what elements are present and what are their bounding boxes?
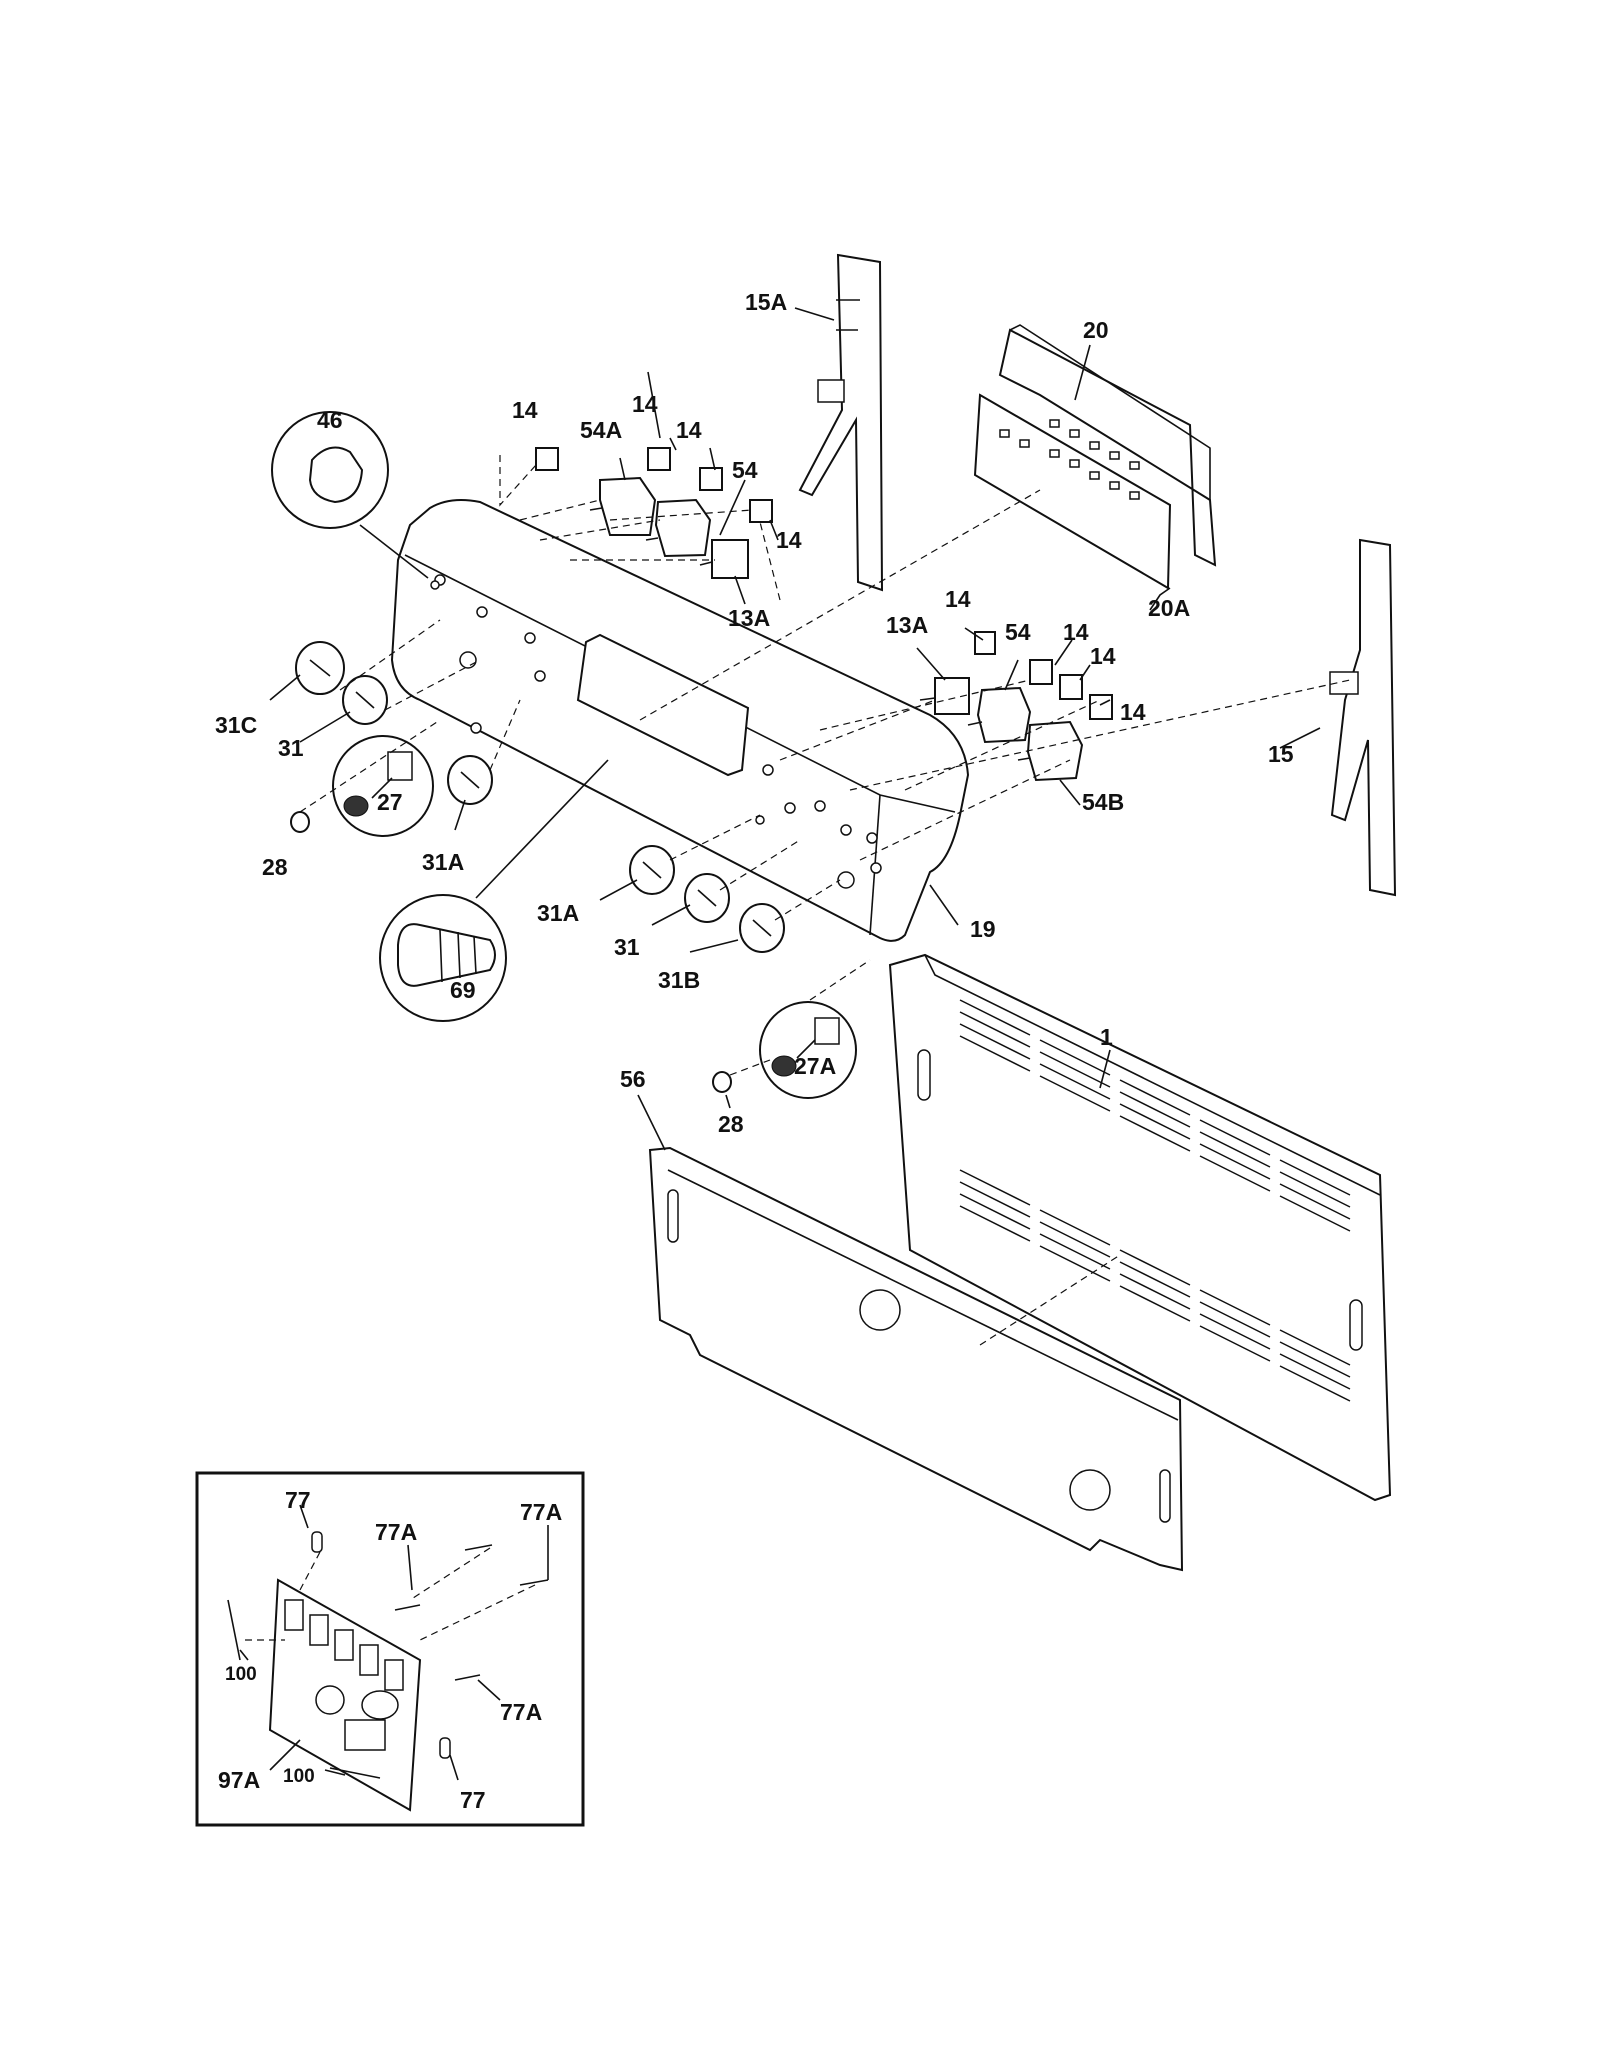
callout-14: 14 [1063,619,1089,645]
detail-circle-27 [332,735,434,837]
callout-77: 77 [285,1487,311,1513]
callout-13A: 13A [886,612,928,638]
callout-1: 1 [1100,1024,1113,1050]
callout-14: 14 [676,417,702,443]
callout-77A: 77A [375,1519,417,1545]
callout-13A: 13A [728,605,770,631]
callout-54B: 54B [1082,789,1124,815]
callout-14: 14 [512,397,538,423]
callout-31A: 31A [537,900,579,926]
knob-bushing-28 [712,1071,732,1093]
callout-28: 28 [718,1111,744,1137]
callout-15A: 15A [745,289,787,315]
callout-97A: 97A [218,1767,260,1793]
switch-14 [1089,694,1113,720]
screw-100 [227,1599,241,1661]
callout-28: 28 [262,854,288,880]
control-panel [390,499,970,942]
panel-hole [1069,1469,1111,1511]
knobs [290,641,785,1093]
callout-14: 14 [945,586,971,612]
callout-labels: 15A 20 46 14 14 54A 14 54 14 13A 20A 13A… [215,289,1294,1813]
callout-54: 54 [1005,619,1031,645]
rear-panel-1 [888,953,1392,1502]
callout-27: 27 [377,789,403,815]
infinite-switch-13A [711,539,749,579]
callout-54: 54 [732,457,758,483]
callout-31C: 31C [215,712,257,738]
detail-circle-27A [759,1001,857,1099]
vent-slots [959,999,1351,1402]
callout-14: 14 [1090,643,1116,669]
callout-100: 100 [225,1664,257,1685]
leader-lines [239,307,1321,1781]
callout-56: 56 [620,1066,646,1092]
bracket-15 [1329,538,1397,897]
switch-14 [699,467,723,491]
standoff-77 [311,1531,323,1553]
callout-31A: 31A [422,849,464,875]
switch-group-lower [919,631,1113,782]
callout-31B: 31B [658,967,700,993]
infinite-switch-54 [654,498,712,558]
switch-14 [974,631,996,655]
switch-14 [749,499,773,523]
callout-27A: 27A [794,1053,836,1079]
callout-54A: 54A [580,417,622,443]
infinite-switch-54 [976,686,1032,744]
callout-100: 100 [283,1766,315,1787]
callout-77: 77 [460,1787,486,1813]
switch-14 [1059,674,1083,700]
infinite-switch-54B [1026,720,1084,782]
callout-20A: 20A [1148,595,1190,621]
panel-hole [859,1289,901,1331]
callout-31: 31 [614,934,640,960]
callout-46: 46 [317,407,343,433]
control-buttons [999,419,1140,500]
switch-14 [535,447,559,471]
callout-15: 15 [1268,741,1294,767]
control-board-97A [268,1578,422,1812]
callout-19: 19 [970,916,996,942]
callout-77A: 77A [500,1699,542,1725]
screw-100 [329,1767,381,1779]
callout-69: 69 [450,977,476,1003]
lower-panel-56 [648,1146,1184,1572]
detail-circle-46 [271,411,429,579]
callout-14: 14 [632,391,658,417]
inset-box [195,1471,585,1827]
electronic-control-20 [973,324,1217,590]
alignment-lines [299,455,1351,1346]
infinite-switch-54A [599,476,657,536]
callout-20: 20 [1083,317,1109,343]
display-window [576,633,750,777]
callout-14: 14 [1120,699,1146,725]
switch-group-upper [535,447,773,579]
bracket-15A [798,253,884,592]
switch-14 [647,447,671,471]
board-components [284,1599,404,1751]
callout-14: 14 [776,527,802,553]
switch-14 [1029,659,1053,685]
callout-31: 31 [278,735,304,761]
knob-bushing-28 [290,811,310,833]
callout-77A: 77A [520,1499,562,1525]
standoff-77 [439,1737,451,1759]
detail-circle-69 [379,759,609,1022]
